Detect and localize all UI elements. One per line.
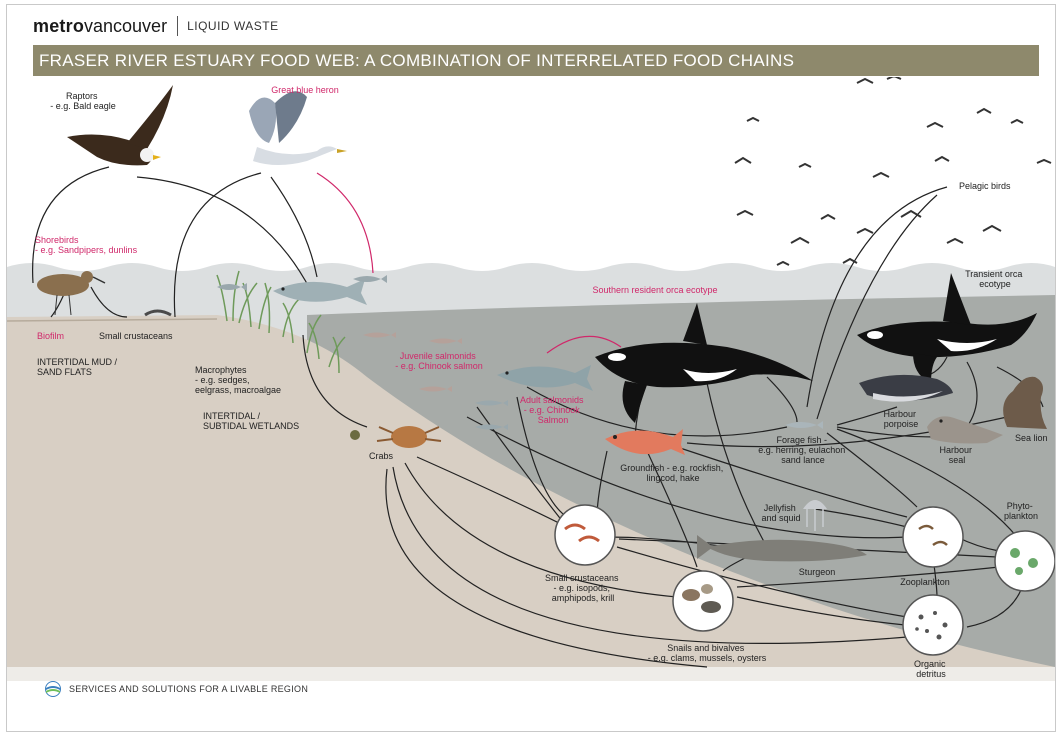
label-line: ecotype xyxy=(979,279,1011,289)
flying-bird-icon xyxy=(1011,120,1023,123)
label-sea-lion: Sea lion xyxy=(1015,433,1048,443)
label-line: Raptors xyxy=(66,91,98,101)
snails-bivalves-circle xyxy=(673,571,733,631)
label-line: Harbour xyxy=(883,409,916,419)
great-blue-heron-icon xyxy=(249,91,347,165)
flying-bird-icon xyxy=(947,239,963,243)
label-small-crustaceans-subtidal: Small crustaceans - e.g. isopods, amphip… xyxy=(545,573,621,603)
flying-bird-icon xyxy=(777,262,789,265)
label-line: - e.g. Chinook salmon xyxy=(395,361,483,371)
label-line: detritus xyxy=(916,669,946,679)
brand-name-bold: metro xyxy=(33,16,84,37)
label-line: Harbour xyxy=(939,445,972,455)
label-great-blue-heron: Great blue heron xyxy=(271,85,339,95)
organic-detritus-circle xyxy=(903,595,963,655)
phytoplankton-circle xyxy=(995,531,1055,591)
flying-bird-icon xyxy=(735,158,751,163)
label-biofilm: Biofilm xyxy=(37,331,64,341)
label-harbour-porpoise: Harbour porpoise xyxy=(883,409,918,429)
label-line: Shorebirds xyxy=(35,235,79,245)
label-jellyfish: Jellyfish and squid xyxy=(761,503,800,523)
food-web-poster: metro vancouver LIQUID WASTE FRASER RIVE… xyxy=(6,4,1056,732)
label-line: - e.g. isopods, xyxy=(553,583,610,593)
label-line: Salmon xyxy=(538,415,569,425)
flying-bird-icon xyxy=(747,118,759,121)
department-name: LIQUID WASTE xyxy=(187,19,279,33)
flying-bird-icon xyxy=(927,123,943,127)
brand-divider xyxy=(177,16,178,36)
label-line: and squid xyxy=(761,513,800,523)
flying-bird-icon xyxy=(983,226,1001,231)
label-raptors: Raptors - e.g. Bald eagle xyxy=(50,91,116,111)
label-line: INTERTIDAL MUD / xyxy=(37,357,118,367)
flying-bird-icon xyxy=(737,211,753,215)
label-line: Organic xyxy=(914,659,946,669)
flying-bird-icon xyxy=(935,157,949,161)
label-juvenile-salmonids: Juvenile salmonids - e.g. Chinook salmon xyxy=(395,351,483,371)
label-line: Jellyfish xyxy=(764,503,796,513)
flying-bird-icon xyxy=(857,229,873,233)
label-line: Groundfish - e.g. rockfish, xyxy=(620,463,723,473)
label-shorebirds: Shorebirds - e.g. Sandpipers, dunlins xyxy=(35,235,138,255)
footer: SERVICES AND SOLUTIONS FOR A LIVABLE REG… xyxy=(45,681,308,697)
label-line: - e.g. Bald eagle xyxy=(50,101,116,111)
label-line: eelgrass, macroalgae xyxy=(195,385,281,395)
label-line: Snails and bivalves xyxy=(667,643,745,653)
label-line: - e.g. clams, mussels, oysters xyxy=(648,653,767,663)
title-bar: FRASER RIVER ESTUARY FOOD WEB: A COMBINA… xyxy=(33,45,1039,76)
footer-strip xyxy=(7,667,1055,681)
label-line: Macrophytes xyxy=(195,365,247,375)
label-line: INTERTIDAL / xyxy=(203,411,261,421)
pelagic-bird-flock xyxy=(735,77,1051,265)
brand-header: metro vancouver LIQUID WASTE xyxy=(33,13,279,39)
jellyfish-icon xyxy=(803,500,827,531)
label-line: lingcod, hake xyxy=(646,473,699,483)
flying-bird-icon xyxy=(1037,160,1051,163)
metro-vancouver-logo-icon xyxy=(45,681,61,697)
label-line: SAND FLATS xyxy=(37,367,92,377)
label-line: Transient orca xyxy=(965,269,1022,279)
label-line: - e.g. Chinook xyxy=(524,405,581,415)
label-sturgeon: Sturgeon xyxy=(799,567,836,577)
label-line: sand lance xyxy=(781,455,825,465)
label-zooplankton: Zooplankton xyxy=(900,577,950,587)
zooplankton-circle xyxy=(903,507,963,567)
flying-bird-icon xyxy=(977,109,991,113)
label-line: - e.g. Sandpipers, dunlins xyxy=(35,245,138,255)
flying-bird-icon xyxy=(887,77,901,79)
label-line: Adult salmonids xyxy=(520,395,584,405)
label-line: Forage fish - xyxy=(776,435,827,445)
label-line: plankton xyxy=(1004,511,1038,521)
label-line: - e.g. sedges, xyxy=(195,375,250,385)
label-line: Juvenile salmonids xyxy=(400,351,477,361)
small-crustaceans-circle xyxy=(555,505,615,565)
label-line: e.g. herring, eulachon xyxy=(758,445,845,455)
label-line: SUBTIDAL WETLANDS xyxy=(203,421,299,431)
footer-tagline: SERVICES AND SOLUTIONS FOR A LIVABLE REG… xyxy=(69,684,308,694)
label-line: amphipods, krill xyxy=(552,593,615,603)
poster-title: FRASER RIVER ESTUARY FOOD WEB: A COMBINA… xyxy=(33,51,794,71)
label-organic-detritus: Organic detritus xyxy=(914,659,948,679)
label-line: porpoise xyxy=(884,419,919,429)
label-line: seal xyxy=(949,455,966,465)
flying-bird-icon xyxy=(799,164,811,167)
flying-bird-icon xyxy=(857,79,873,83)
food-web-diagram: Raptors - e.g. Bald eagle Great blue her… xyxy=(7,77,1055,681)
link-heron-juvenile xyxy=(317,173,373,273)
label-pelagic-birds: Pelagic birds xyxy=(959,181,1011,191)
flying-bird-icon xyxy=(821,215,835,219)
label-phytoplankton: Phyto- plankton xyxy=(1004,501,1038,521)
label-small-crustaceans-mudflat: Small crustaceans xyxy=(99,331,173,341)
flying-bird-icon xyxy=(791,238,809,243)
label-crabs: Crabs xyxy=(369,451,394,461)
label-southern-orca: Southern resident orca ecotype xyxy=(592,285,717,295)
flying-bird-icon xyxy=(873,173,889,177)
label-line: Phyto- xyxy=(1007,501,1033,511)
label-line: Small crustaceans xyxy=(545,573,619,583)
brand-name-light: vancouver xyxy=(84,16,167,37)
